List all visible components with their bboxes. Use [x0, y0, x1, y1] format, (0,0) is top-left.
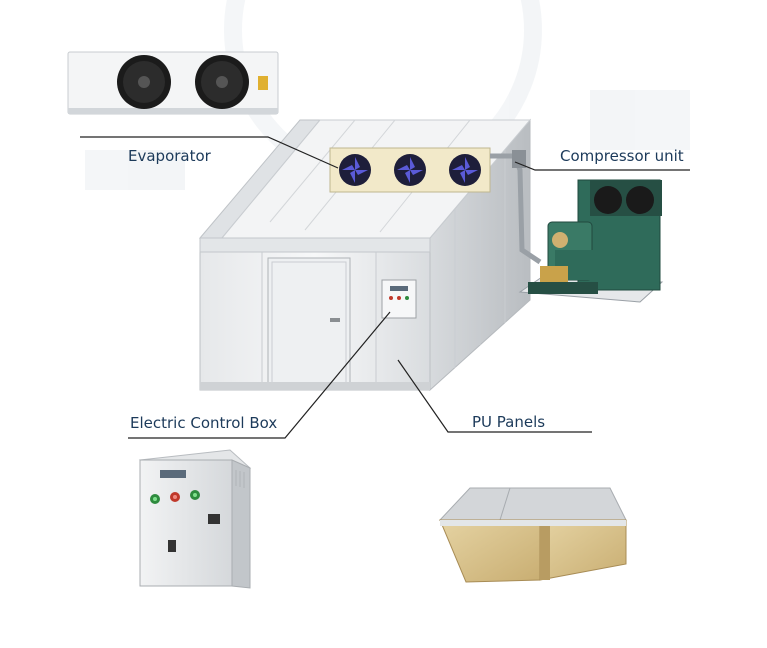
fan-icon	[195, 55, 249, 109]
compressor-leader	[514, 161, 690, 171]
pu-panel-icon	[438, 487, 627, 583]
leader-lines	[80, 136, 690, 439]
fan-icon	[449, 154, 481, 186]
electric-control-box-label: Electric Control Box	[130, 414, 278, 432]
evaporator-unit-icon	[67, 51, 279, 115]
evaporator-label: Evaporator	[128, 147, 211, 165]
indicator-lights	[150, 490, 200, 504]
evaporator-leader	[80, 136, 339, 169]
electric-control-box-icon	[138, 449, 252, 589]
compressor-unit-icon	[518, 179, 664, 303]
fan-icon	[339, 154, 371, 186]
fan-icon	[117, 55, 171, 109]
pu-panels-label: PU Panels	[472, 413, 546, 431]
fan-icon	[394, 154, 426, 186]
ecb-leader	[128, 311, 391, 439]
cold-room-icon	[198, 118, 542, 392]
pu-leader	[397, 359, 592, 433]
compressor-unit-label: Compressor unit	[560, 147, 684, 165]
